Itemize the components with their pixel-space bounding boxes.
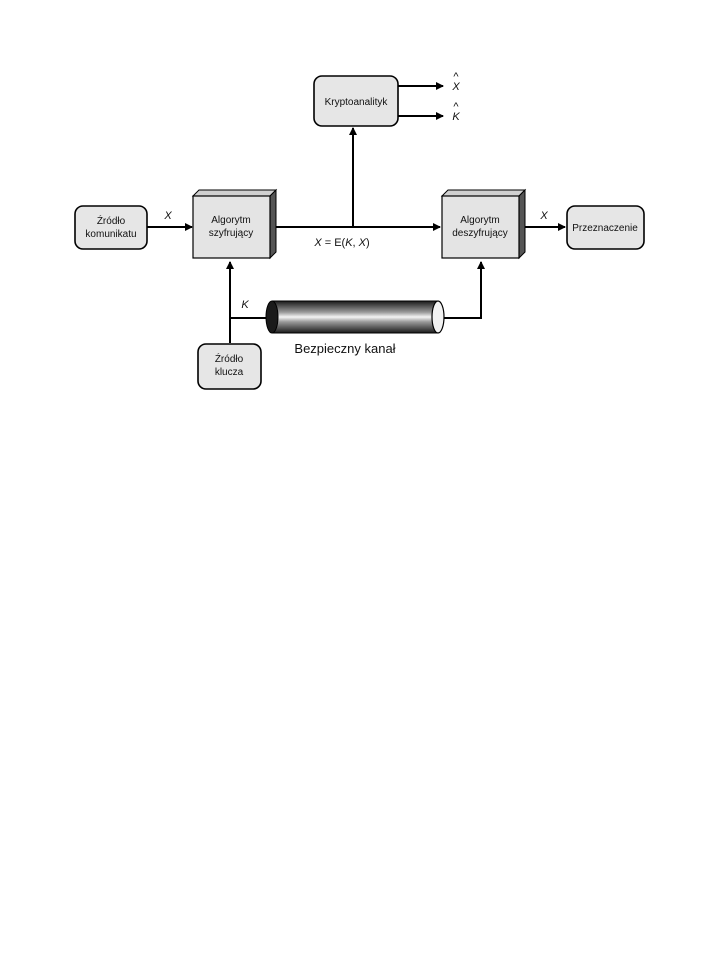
label-x-estimate: ^ X <box>451 71 460 93</box>
arrow-channel-to-decrypt <box>440 261 485 319</box>
decrypt-algo-line2: deszyfrujący <box>452 228 508 239</box>
connections <box>147 82 566 343</box>
label-x-output: X <box>539 210 548 222</box>
cipher-eq: = E( <box>322 237 346 249</box>
hat-symbol-x: ^ <box>453 71 459 83</box>
label-x-hat: X <box>451 81 460 93</box>
label-k-estimate: ^ K <box>452 101 460 123</box>
cipher-x2: X <box>358 237 367 249</box>
source-message-line2: komunikatu <box>85 229 136 240</box>
label-secure-channel: Bezpieczny kanał <box>294 341 395 356</box>
encrypt-algo-box: Algorytm szyfrujący <box>191 188 278 260</box>
label-x-input: X <box>163 210 172 222</box>
encrypt-algo-line1: Algorytm <box>211 215 250 226</box>
encrypt-algo-line2: szyfrujący <box>209 228 253 239</box>
source-message-box: Źródło komunikatu <box>74 205 148 250</box>
hat-symbol-k: ^ <box>453 101 459 113</box>
label-ciphertext-formula: X = E(K, X) <box>313 237 369 249</box>
cipher-x: X <box>313 237 322 249</box>
cipher-k: K <box>345 237 353 249</box>
key-source-box: Źródło klucza <box>197 343 262 390</box>
cryptanalyst-box: Kryptoanalityk <box>313 75 399 127</box>
cipher-close: ) <box>366 237 370 249</box>
key-source-line1: Źródło <box>215 352 244 365</box>
key-source-line2: klucza <box>215 367 244 378</box>
destination-box: Przeznaczenie <box>566 205 645 250</box>
source-message-line1: Źródło <box>97 214 126 227</box>
decrypt-algo-line1: Algorytm <box>460 215 499 226</box>
cipher-comma: , <box>353 237 359 249</box>
label-k-hat: K <box>452 111 460 123</box>
cryptanalyst-label: Kryptoanalityk <box>325 97 389 108</box>
decrypt-algo-box: Algorytm deszyfrujący <box>440 188 527 260</box>
label-key: K <box>241 299 249 311</box>
destination-label: Przeznaczenie <box>572 223 638 234</box>
secure-channel-pipe <box>265 300 445 334</box>
